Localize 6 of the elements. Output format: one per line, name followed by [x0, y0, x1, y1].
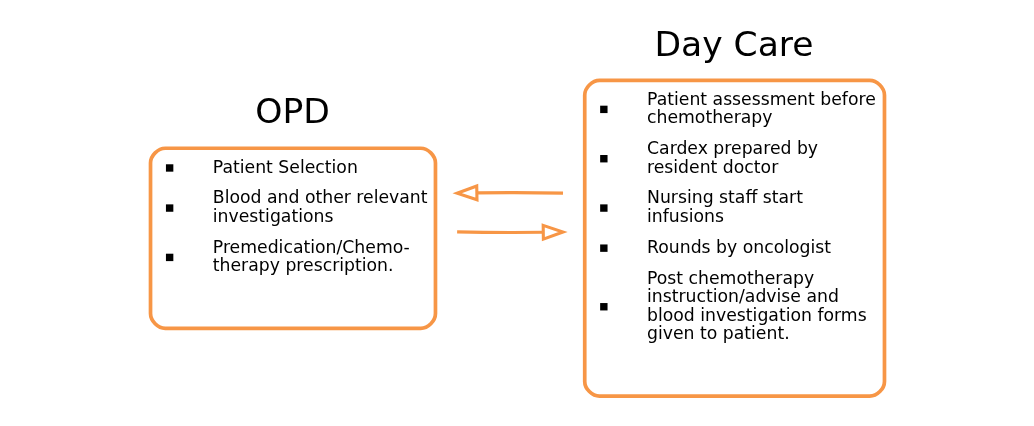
node-label: Day Care: [653, 23, 813, 64]
arrow: [451, 183, 563, 202]
arrow: [456, 223, 568, 242]
node-label: OPD: [254, 91, 330, 132]
node-box: Patient Selection Blood and other relevant investigations Premedication/Chemo- therapy prescription.: [148, 146, 437, 331]
node-box: Patient assessment before chemotherapy Cardex prepared by resident doctor Nursing staff start infusions Rounds by oncologist Post chemotherapy instruction/advise and blood investigation forms given to patient.: [582, 78, 886, 399]
